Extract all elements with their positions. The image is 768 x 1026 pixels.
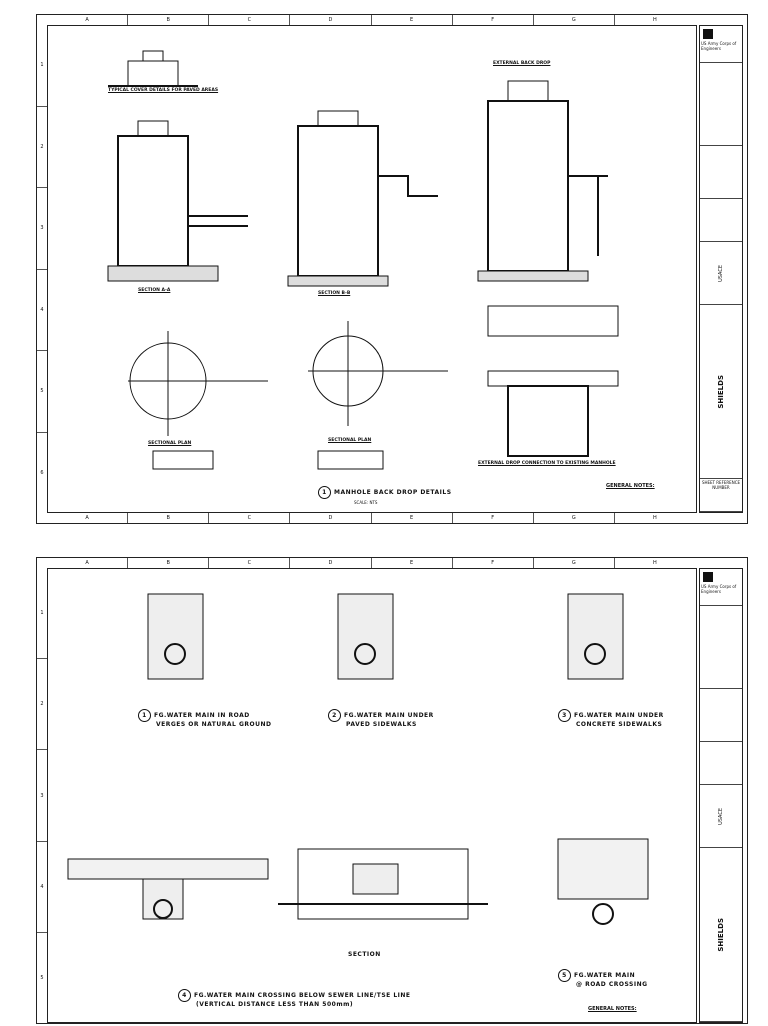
usace-logo: US Army Corps of Engineers [700,26,742,63]
label-external-connection: EXTERNAL DROP CONNECTION TO EXISTING MAN… [478,461,616,466]
castle-icon [703,572,713,582]
water-main-drawings [67,593,649,925]
manhole-drawings [107,50,619,470]
sheet-title-vertical: SHIELDS [716,374,725,409]
detail-scale: SCALE: NTS [354,500,378,505]
general-notes-2: GENERAL NOTES: [588,1006,637,1012]
general-notes-1: GENERAL NOTES: [606,483,655,489]
section-label: SECTION [348,951,381,958]
sheet-reference: SHEET REFERENCE NUMBER [700,479,742,512]
label-external-drop: EXTERNAL BACK DROP [493,61,551,66]
label-typical-cover: TYPICAL COVER DETAILS FOR PAVED AREAS [108,88,219,93]
title-block-2: US Army Corps of Engineers USACE SHIELDS [699,568,743,1023]
castle-icon [703,29,713,39]
label-sectional-plan-2: SECTIONAL PLAN [328,438,372,443]
label-section-b: SECTION B-B [318,291,351,296]
drawing-area-1: TYPICAL COVER DETAILS FOR PAVED AREAS SE… [47,25,697,513]
detail-number-bubble: 1 [318,486,331,499]
title-block-1: US Army Corps of Engineers USACE SHIELDS… [699,25,743,513]
label-section-a: SECTION A-A [138,288,171,293]
label-sectional-plan-1: SECTIONAL PLAN [148,441,192,446]
